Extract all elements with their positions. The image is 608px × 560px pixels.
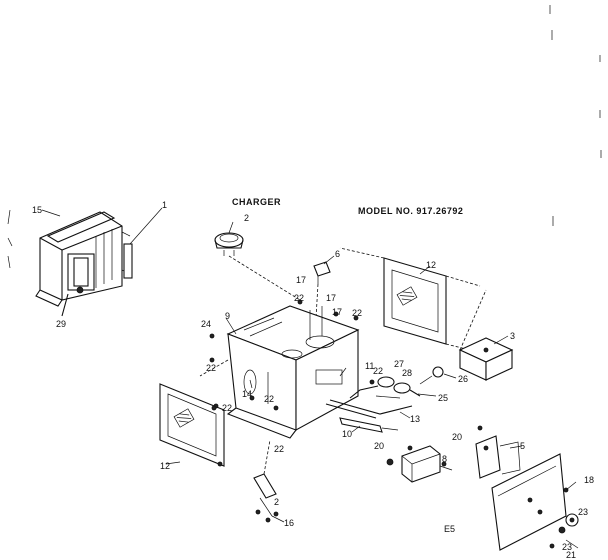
part-label-27: 27 [394,359,404,369]
part-label-9: 9 [225,311,230,321]
part-label-17-a: 17 [296,275,306,285]
part-label-24: 24 [201,319,211,329]
part-label-22-a: 22 [294,293,304,303]
part-label-8: 8 [442,454,447,464]
part-label-22-f: 22 [274,444,284,454]
part-label-28: 28 [402,368,412,378]
part-label-20-b: 20 [452,432,462,442]
part-label-22-g: 22 [373,366,383,376]
part-label-13: 13 [410,414,420,424]
chassis-box [199,305,360,439]
mounting-bracket [475,425,521,479]
part-label-20-a: 20 [374,441,384,451]
part-label-14: 14 [242,389,252,399]
foot-bracket [253,439,279,523]
rectifier-assembly [325,366,444,419]
part-label-17-b: 17 [326,293,336,303]
part-label-15: 15 [32,205,42,215]
part-label-25: 25 [438,393,448,403]
page-edge-marks [7,5,602,269]
part-label-21: 21 [566,550,576,560]
part-label-22-c: 22 [206,363,216,373]
circuit-breaker [313,261,331,319]
part-label-23-b: 23 [562,542,572,552]
part-label-22-e: 22 [264,394,274,404]
fasteners [209,299,413,451]
part-label-17-c: 17 [332,307,342,317]
part-label-26: 26 [458,374,468,384]
part-label-3: 3 [510,331,515,341]
part-label-5: 5 [520,441,525,451]
transformer-assembly [35,211,133,317]
leader-lines [41,207,577,523]
meter-gauge [214,232,301,301]
rear-panel [339,247,481,351]
part-label-12-top: 12 [426,260,436,270]
model-number: MODEL NO. 917.26792 [358,206,463,216]
part-label-22-b: 22 [352,308,362,318]
front-panel [159,383,225,467]
part-label-16: 16 [284,518,294,528]
part-label-6: 6 [335,249,340,259]
base-plate [491,453,579,551]
part-label-22-d: 22 [222,403,232,413]
relay-component [386,445,447,483]
part-label-29: 29 [56,319,66,329]
diagram-title: CHARGER [232,197,281,207]
part-label-1: 1 [162,200,167,210]
part-label-23-a: 23 [578,507,588,517]
part-label-18: 18 [584,475,594,485]
part-label-10: 10 [342,429,352,439]
page-code: E5 [444,524,455,534]
part-label-2-bottom: 2 [274,497,279,507]
part-label-11: 11 [365,361,374,371]
part-label-12-bottom: 12 [160,461,170,471]
heat-sink [458,289,514,381]
part-number-labels: 1 2 2 3 5 6 8 9 10 11 12 12 13 14 15 16 … [32,200,594,560]
part-label-2: 2 [244,213,249,223]
cable-bar [339,417,399,433]
